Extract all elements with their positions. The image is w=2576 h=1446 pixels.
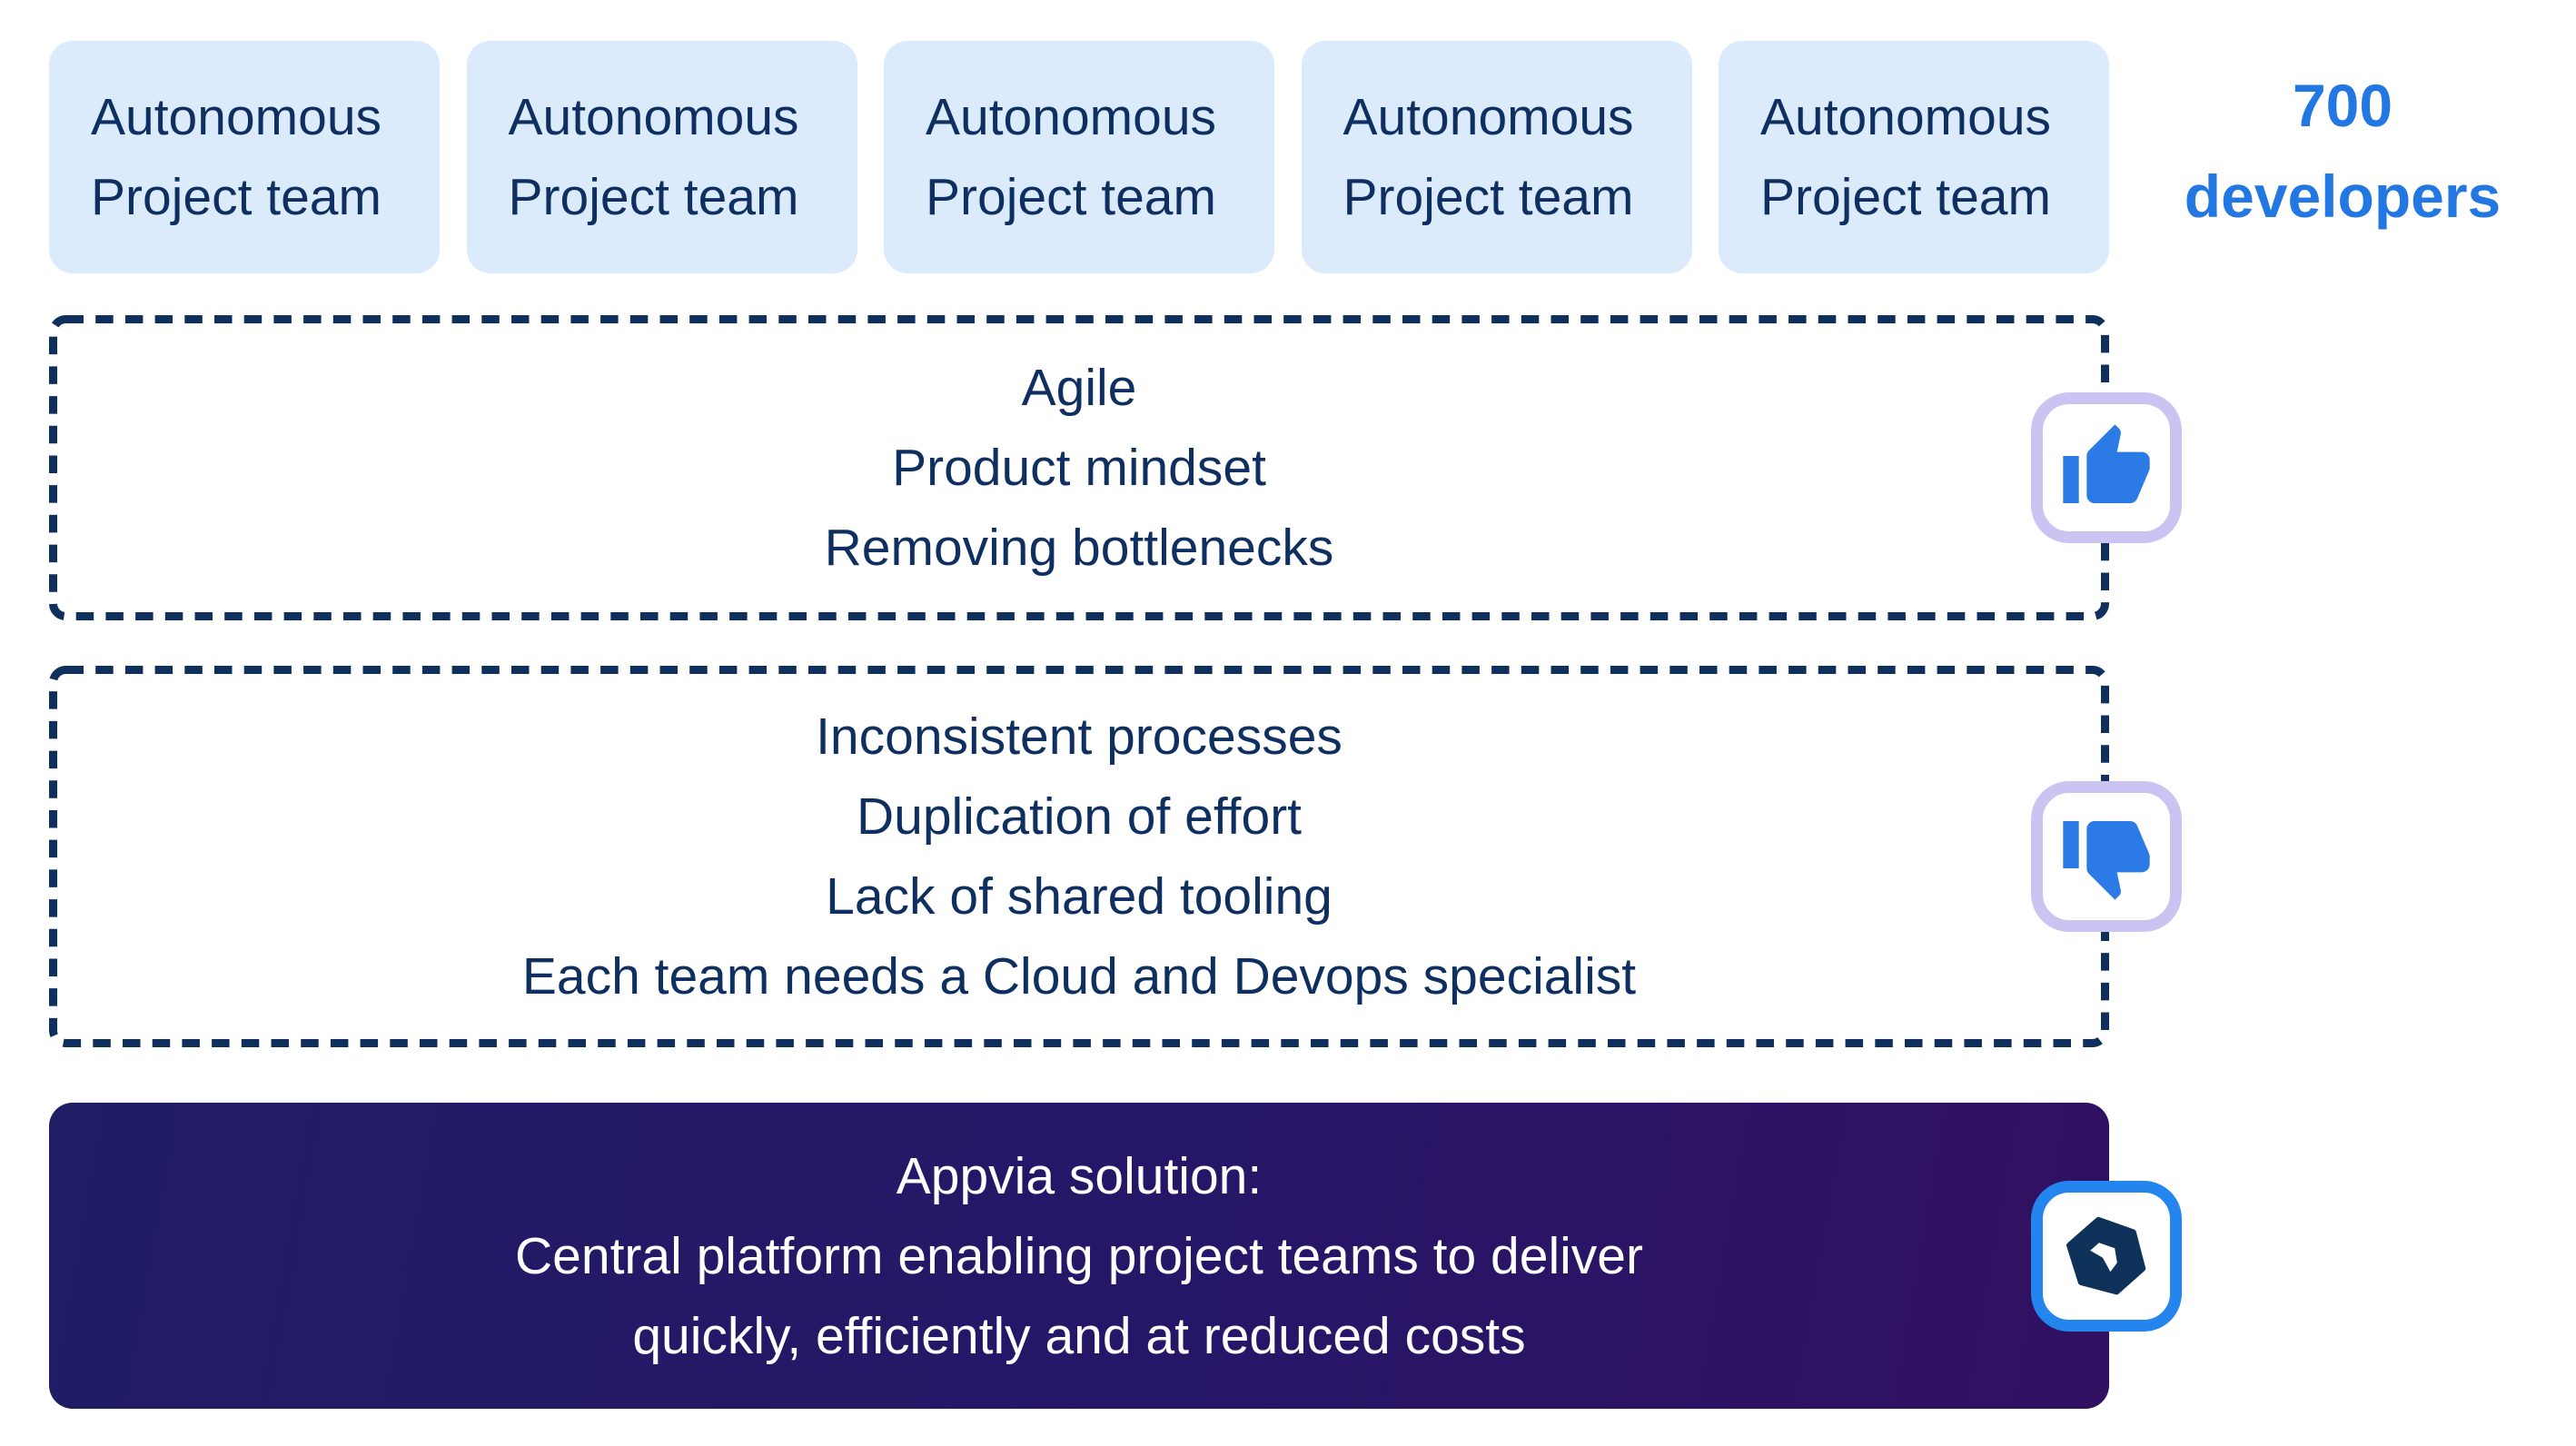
text-line: Each team needs a Cloud and Devops speci… [521,947,1637,1005]
team-box-label-line1: Autonomous [926,88,1217,146]
text-line: Appvia solution: [896,1146,1263,1205]
section-drawbacks: Inconsistent processes Duplication of ef… [49,666,2109,1047]
team-box-label-line2: Project team [926,168,1216,226]
developer-count-label: developers [2184,163,2502,230]
team-box: Autonomous Project team [884,41,1274,273]
benefits-lines: Agile Product mindset Removing bottlenec… [825,348,1334,588]
team-box: Autonomous Project team [49,41,440,273]
team-box-label-line1: Autonomous [1760,88,2052,146]
dashed-border [49,666,2109,1047]
team-box: Autonomous Project team [1719,41,2109,273]
team-box-label-line1: Autonomous [1342,88,1634,146]
team-row: Autonomous Project team Autonomous Proje… [49,41,2109,273]
text-line: Agile [1021,359,1137,417]
team-box-label-line1: Autonomous [91,88,382,146]
team-box-label-line2: Project team [508,168,799,226]
developer-count-value: 700 [2292,72,2393,139]
text-line: Duplication of effort [856,787,1303,846]
thumbs-down-icon [2063,821,2150,900]
drawbacks-lines: Inconsistent processes Duplication of ef… [522,697,1636,1016]
text-line: Product mindset [892,439,1266,497]
team-box-label-line2: Project team [1342,168,1634,226]
team-box-label-line2: Project team [1760,168,2051,226]
text-line: Central platform enabling project teams … [515,1226,1643,1285]
team-box: Autonomous Project team [1301,41,1692,273]
thumbs-up-badge [2031,392,2182,543]
appvia-logo-icon [2066,1216,2146,1295]
team-box-label-line2: Project team [91,168,381,226]
developer-count: 700 developers [2109,60,2576,242]
text-line: Lack of shared tooling [826,867,1333,926]
text-line: Inconsistent processes [816,708,1342,766]
team-box-label-line1: Autonomous [508,88,799,146]
section-benefits: Agile Product mindset Removing bottlenec… [49,315,2109,620]
thumbs-down-badge [2031,781,2182,932]
text-line: Removing bottlenecks [824,519,1334,577]
thumbs-up-icon [2063,424,2150,503]
text-line: quickly, efficiently and at reduced cost… [632,1306,1526,1365]
team-box: Autonomous Project team [466,41,857,273]
section-solution: Appvia solution: Central platform enabli… [49,1103,2109,1409]
solution-lines: Appvia solution: Central platform enabli… [515,1136,1643,1376]
appvia-logo-badge [2031,1181,2182,1332]
